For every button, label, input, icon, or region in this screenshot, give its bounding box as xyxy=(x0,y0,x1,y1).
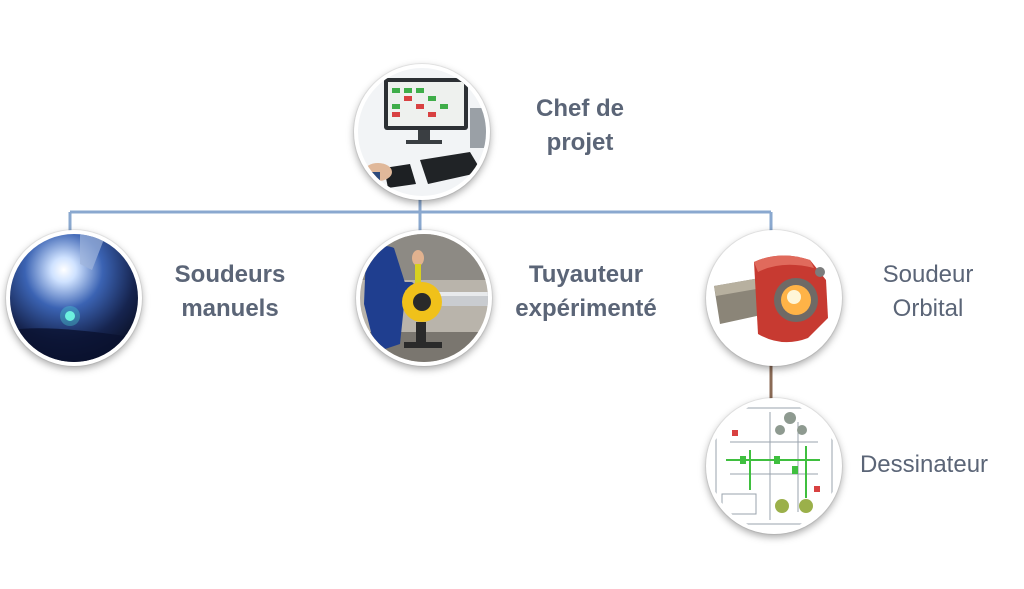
label-soudeurs-manuels: Soudeurs manuels xyxy=(174,261,286,322)
node-soudeurs-manuels xyxy=(6,230,142,366)
label-soudeur-orbital: Soudeur Orbital xyxy=(882,261,974,322)
node-chef-de-projet xyxy=(354,64,490,200)
label-tuyauteur-experimente: Tuyauteur expérimenté xyxy=(515,261,657,322)
welding-arc-icon xyxy=(10,234,138,362)
label-dessinateur: Dessinateur xyxy=(859,451,989,478)
pipe-fitter-icon xyxy=(360,234,488,362)
node-soudeur-orbital xyxy=(706,230,842,366)
node-dessinateur xyxy=(706,398,842,534)
label-chef-de-projet: Chef de projet xyxy=(535,95,624,156)
computer-workstation-icon xyxy=(358,68,486,196)
orbital-welding-head-icon xyxy=(710,234,838,362)
piping-schematic-icon xyxy=(710,402,838,530)
node-tuyauteur-experimente xyxy=(356,230,492,366)
